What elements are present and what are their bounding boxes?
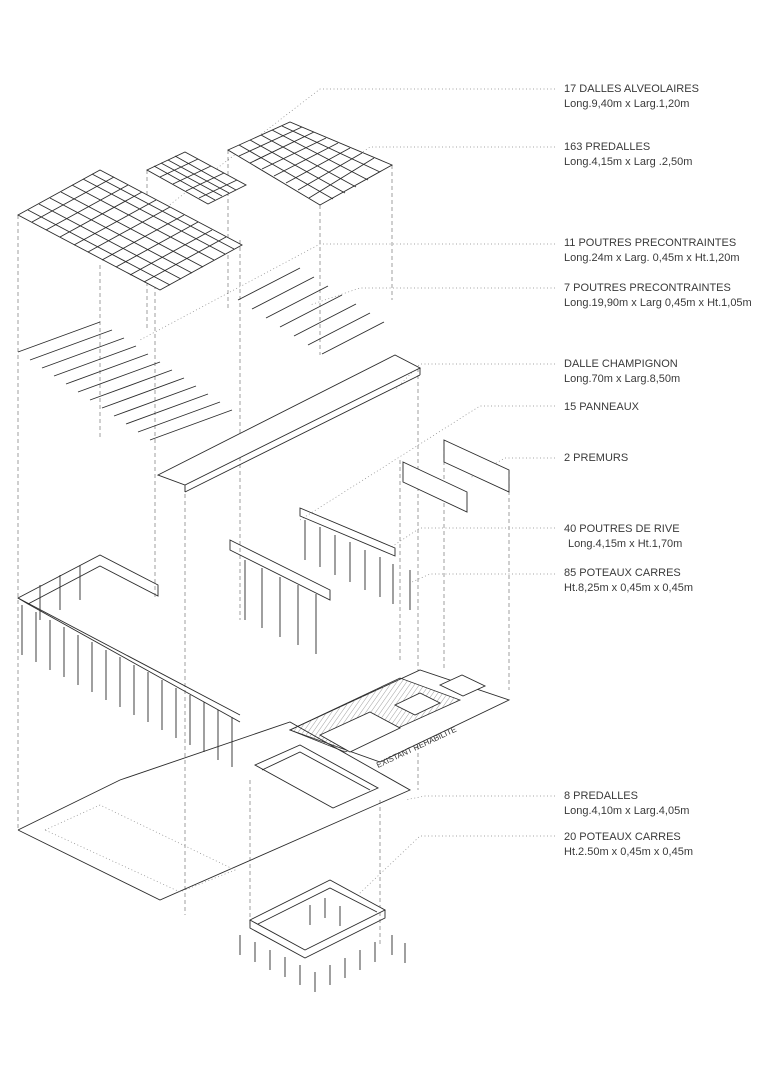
leader-poteaux-20: [339, 835, 555, 913]
svg-text:40 POUTRES DE RIVE: 40 POUTRES DE RIVE: [564, 523, 680, 535]
label-poteaux-20: 20 POTEAUX CARRES Ht.2.50m x 0,45m x 0,4…: [564, 831, 693, 858]
svg-text:17 DALLES ALVEOLAIRES: 17 DALLES ALVEOLAIRES: [564, 83, 699, 95]
svg-text:Ht.2.50m x 0,45m x 0,45m: Ht.2.50m x 0,45m x 0,45m: [564, 846, 693, 858]
grid-right: [227, 121, 394, 206]
ground-slab: [17, 721, 412, 901]
leader-poutres-7: [309, 287, 555, 306]
svg-text:7 POUTRES PRECONTRAINTES: 7 POUTRES PRECONTRAINTES: [564, 282, 731, 294]
svg-text:Long.19,90m x Larg 0,45m x Ht.: Long.19,90m x Larg 0,45m x Ht.1,05m: [564, 297, 752, 309]
svg-text:20 POTEAUX CARRES: 20 POTEAUX CARRES: [564, 831, 681, 843]
leader-poutres-rive: [389, 527, 555, 549]
label-premurs: 2 PREMURS: [564, 452, 628, 464]
svg-text:Long.24m x Larg. 0,45m x Ht.1,: Long.24m x Larg. 0,45m x Ht.1,20m: [564, 252, 739, 264]
svg-text:Ht.8,25m x 0,45m x 0,45m: Ht.8,25m x 0,45m x 0,45m: [564, 582, 693, 594]
existing-rehabilitated: EXISTANT REHABILITE: [288, 669, 511, 770]
svg-text:2 PREMURS: 2 PREMURS: [564, 452, 628, 464]
svg-text:Long.4,10m x Larg.4,05m: Long.4,10m x Larg.4,05m: [564, 805, 689, 817]
leader-panneaux: [299, 405, 555, 521]
svg-text:Long.4,15m x Ht.1,70m: Long.4,15m x Ht.1,70m: [568, 538, 682, 550]
label-poutres-rive: 40 POUTRES DE RIVE Long.4,15m x Ht.1,70m: [564, 523, 682, 550]
predalles-8: [249, 879, 386, 959]
edge-beams: [17, 507, 396, 723]
columns-basement: [239, 898, 406, 992]
label-poutres-11: 11 POUTRES PRECONTRAINTES Long.24m x Lar…: [564, 237, 739, 264]
grid-middle: [146, 151, 247, 205]
projection-lines: [17, 150, 510, 945]
svg-text:8 PREDALLES: 8 PREDALLES: [564, 790, 638, 802]
svg-text:15 PANNEAUX: 15 PANNEAUX: [564, 401, 640, 413]
svg-text:85 POTEAUX CARRES: 85 POTEAUX CARRES: [564, 567, 681, 579]
svg-text:163 PREDALLES: 163 PREDALLES: [564, 141, 650, 153]
columns-upper: [21, 520, 411, 767]
labels: 17 DALLES ALVEOLAIRES Long.9,40m x Larg.…: [564, 83, 752, 858]
beams-left: [17, 321, 233, 441]
premurs: [402, 439, 510, 513]
prestressed-beams: [17, 267, 385, 441]
leader-premurs: [469, 457, 555, 479]
label-panneaux: 15 PANNEAUX: [564, 401, 640, 413]
label-dalle-champignon: DALLE CHAMPIGNON Long.70m x Larg.8,50m: [564, 358, 680, 385]
svg-text:Long.70m x Larg.8,50m: Long.70m x Larg.8,50m: [564, 373, 680, 385]
label-predalles-8: 8 PREDALLES Long.4,10m x Larg.4,05m: [564, 790, 689, 817]
svg-text:DALLE CHAMPIGNON: DALLE CHAMPIGNON: [564, 358, 678, 370]
leader-predalles-8: [404, 795, 555, 801]
label-dalles-alveolaires: 17 DALLES ALVEOLAIRES Long.9,40m x Larg.…: [564, 83, 699, 110]
grid-left: [17, 169, 243, 291]
label-poteaux-85: 85 POTEAUX CARRES Ht.8,25m x 0,45m x 0,4…: [564, 567, 693, 594]
label-poutres-7: 7 POUTRES PRECONTRAINTES Long.19,90m x L…: [564, 282, 752, 309]
slab-grids: [17, 121, 394, 291]
svg-text:Long.9,40m x Larg.1,20m: Long.9,40m x Larg.1,20m: [564, 98, 689, 110]
beams-right: [237, 267, 385, 355]
svg-text:Long.4,15m x Larg .2,50m: Long.4,15m x Larg .2,50m: [564, 156, 692, 168]
dalle-champignon: [156, 354, 421, 493]
svg-text:11 POUTRES PRECONTRAINTES: 11 POUTRES PRECONTRAINTES: [564, 237, 736, 249]
label-predalles-163: 163 PREDALLES Long.4,15m x Larg .2,50m: [564, 141, 692, 168]
leader-poteaux-85: [411, 573, 555, 583]
